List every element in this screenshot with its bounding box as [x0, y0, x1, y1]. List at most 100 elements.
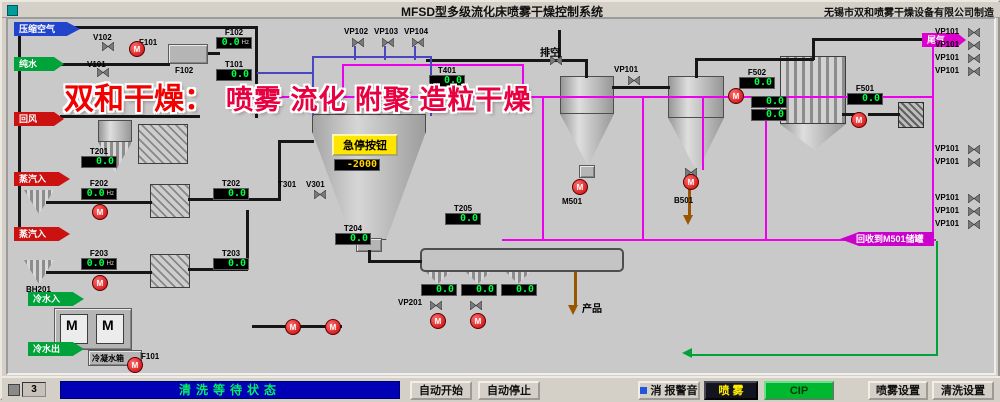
pump-icon[interactable]: M	[127, 357, 143, 373]
pump-icon[interactable]: M	[572, 179, 588, 195]
diagram-label: M501	[562, 197, 583, 206]
clean-settings-button[interactable]: 清洗设置	[932, 381, 994, 400]
valve-icon[interactable]	[967, 27, 981, 38]
cyclone-a-cone	[560, 114, 614, 166]
diagram-label: VP101	[935, 27, 960, 36]
diagram-label: V301	[306, 180, 325, 189]
manufacturer-label: 无锡市双和喷雾干燥设备有限公司制造	[824, 8, 994, 19]
watermark: 双和干燥：喷雾 流化 附聚 造粒干燥	[64, 74, 532, 118]
pipe-segment	[642, 96, 644, 240]
inlet-filter-box	[168, 44, 208, 64]
pipe-segment	[842, 113, 856, 116]
emergency-stop-button[interactable]: 急停按钮	[332, 134, 398, 156]
valve-icon[interactable]	[627, 75, 641, 86]
diagram-label: VP201	[398, 298, 423, 307]
bed-funnel-2	[466, 272, 490, 284]
air-heater-2	[150, 184, 190, 218]
pipe-segment	[574, 272, 577, 306]
diagram-label: M	[66, 317, 78, 333]
pipe-segment	[255, 26, 258, 118]
valve-icon[interactable]	[429, 300, 443, 311]
valve-icon[interactable]	[967, 53, 981, 64]
valve-icon[interactable]	[101, 41, 115, 52]
valve-icon[interactable]	[967, 206, 981, 217]
valve-icon[interactable]	[967, 157, 981, 168]
valve-icon[interactable]	[469, 300, 483, 311]
pipe-segment	[936, 241, 938, 356]
valve-icon[interactable]	[967, 40, 981, 51]
diagram-label: 产品	[582, 304, 602, 315]
valve-icon[interactable]	[351, 37, 365, 48]
display-tag: T205	[453, 204, 473, 213]
digital-readout: 0.0	[213, 258, 249, 270]
pump-icon[interactable]: M	[851, 112, 867, 128]
pump-icon[interactable]: M	[92, 275, 108, 291]
digital-readout: 0.0	[739, 77, 775, 89]
auto-stop-button[interactable]: 自动停止	[478, 381, 540, 400]
display-value: 0.0	[456, 284, 502, 296]
cip-button[interactable]: CIP	[764, 381, 834, 400]
valve-icon[interactable]	[967, 66, 981, 77]
pump-m2-box	[96, 314, 124, 344]
pipe-segment	[558, 30, 561, 58]
pipe-segment	[354, 46, 356, 60]
pump-icon[interactable]: M	[285, 319, 301, 335]
mute-alarm-button[interactable]: 消 报警音	[638, 381, 700, 400]
cyclone-b-cone	[668, 118, 724, 172]
auto-start-button[interactable]: 自动开始	[410, 381, 472, 400]
pipe-segment	[695, 58, 698, 78]
pump-icon[interactable]: M	[92, 204, 108, 220]
air-heater-3	[150, 254, 190, 288]
valve-icon[interactable]	[381, 37, 395, 48]
digital-readout: 0.0	[501, 284, 537, 296]
display-tag: F202	[89, 179, 109, 188]
display-tag: F502	[747, 68, 767, 77]
exhaust-silencer	[898, 102, 924, 128]
pump-icon[interactable]: M	[728, 88, 744, 104]
spray-settings-button[interactable]: 喷雾设置	[868, 381, 928, 400]
pump-icon[interactable]: M	[129, 41, 145, 57]
valve-icon[interactable]	[967, 144, 981, 155]
display-tag: T101	[224, 60, 244, 69]
valve-icon[interactable]	[313, 189, 327, 200]
digital-readout: 0.0	[751, 96, 787, 108]
diagram-label: VP101	[935, 53, 960, 62]
display-tag: T401	[437, 66, 457, 75]
diagram-label: VP101	[935, 157, 960, 166]
display-value: 0.0	[416, 284, 462, 296]
flow-arrow-label: 尾气	[922, 33, 966, 47]
valve-icon[interactable]	[684, 167, 698, 178]
valve-icon[interactable]	[967, 193, 981, 204]
flow-arrow-label: 回收到M501储罐	[840, 232, 934, 246]
pipe-segment	[234, 96, 934, 98]
pump-icon[interactable]: M	[470, 313, 486, 329]
display-tag: T203	[221, 249, 241, 258]
pump-icon[interactable]: M	[683, 174, 699, 190]
spray-button[interactable]: 喷 雾	[704, 381, 758, 400]
digital-readout: 0.0	[847, 93, 883, 105]
valve-icon[interactable]	[411, 37, 425, 48]
display-tag: F102	[224, 28, 244, 37]
watermark-slogan: 喷雾 流化 附聚 造粒干燥	[226, 85, 532, 115]
pipe-segment	[688, 174, 691, 216]
display-tag: T201	[89, 147, 109, 156]
valve-icon[interactable]	[967, 219, 981, 230]
valve-icon[interactable]	[96, 67, 110, 78]
pipe-segment	[18, 30, 21, 238]
pump-icon[interactable]: M	[325, 319, 341, 335]
page-number-cell[interactable]: 3	[22, 382, 46, 397]
valve-icon[interactable]	[549, 55, 563, 66]
pump-icon[interactable]: M	[430, 313, 446, 329]
pipe-segment	[702, 96, 704, 170]
